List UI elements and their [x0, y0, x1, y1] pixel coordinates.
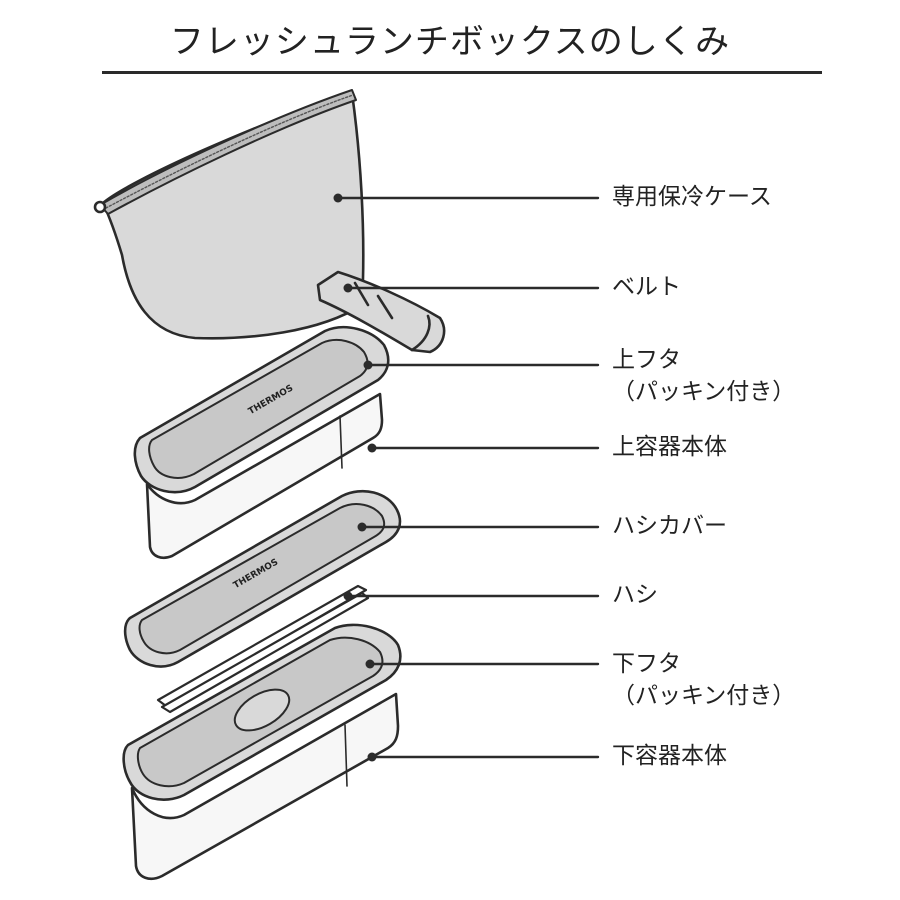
diagram-title: フレッシュランチボックスのしくみ — [169, 22, 731, 62]
chopsticks-illustration — [156, 584, 370, 714]
label-belt: ベルト — [612, 271, 681, 303]
label-text: 下容器本体 — [612, 743, 727, 769]
label-text: ベルト — [612, 274, 681, 300]
upper-container-illustration — [145, 392, 384, 559]
label-text: ハシカバー — [612, 513, 727, 539]
title-underline — [102, 71, 822, 74]
label-text: 専用保冷ケース — [612, 184, 772, 210]
zipper-pull — [93, 200, 107, 214]
chopstick-2 — [160, 591, 370, 714]
label-lower-container: 下容器本体 — [612, 740, 727, 772]
chopstick-cover-illustration: THERMOS — [123, 489, 402, 668]
label-insulated-case: 専用保冷ケース — [612, 181, 772, 213]
upper-lid-illustration: THERMOS — [133, 325, 390, 494]
label-text: 上容器本体 — [612, 434, 727, 460]
chopstick-1 — [156, 584, 368, 708]
label-lower-lid: 下フタ （パッキン付き） — [612, 648, 795, 712]
label-upper-container: 上容器本体 — [612, 431, 727, 463]
label-chopstick-cover: ハシカバー — [612, 510, 727, 542]
leader-dots — [333, 193, 377, 762]
label-text-sub: （パッキン付き） — [612, 683, 796, 709]
label-text: 下フタ — [612, 651, 681, 677]
label-upper-lid: 上フタ （パッキン付き） — [612, 344, 795, 408]
pouch-zipper-teeth — [105, 94, 354, 209]
label-text-sub: （パッキン付き） — [612, 379, 796, 405]
upper-lid-inner — [148, 339, 369, 479]
lower-lid-illustration — [122, 623, 402, 801]
upper-container-body — [145, 392, 384, 559]
label-chopsticks: ハシ — [612, 579, 658, 611]
pouch-zipper-top — [99, 89, 357, 215]
lower-lid-handle — [233, 688, 291, 732]
label-text: ハシ — [612, 582, 658, 608]
lower-container-body — [130, 692, 400, 880]
leader-lines — [336, 196, 600, 759]
label-text: 上フタ — [612, 347, 681, 373]
lower-container-illustration — [130, 692, 400, 880]
